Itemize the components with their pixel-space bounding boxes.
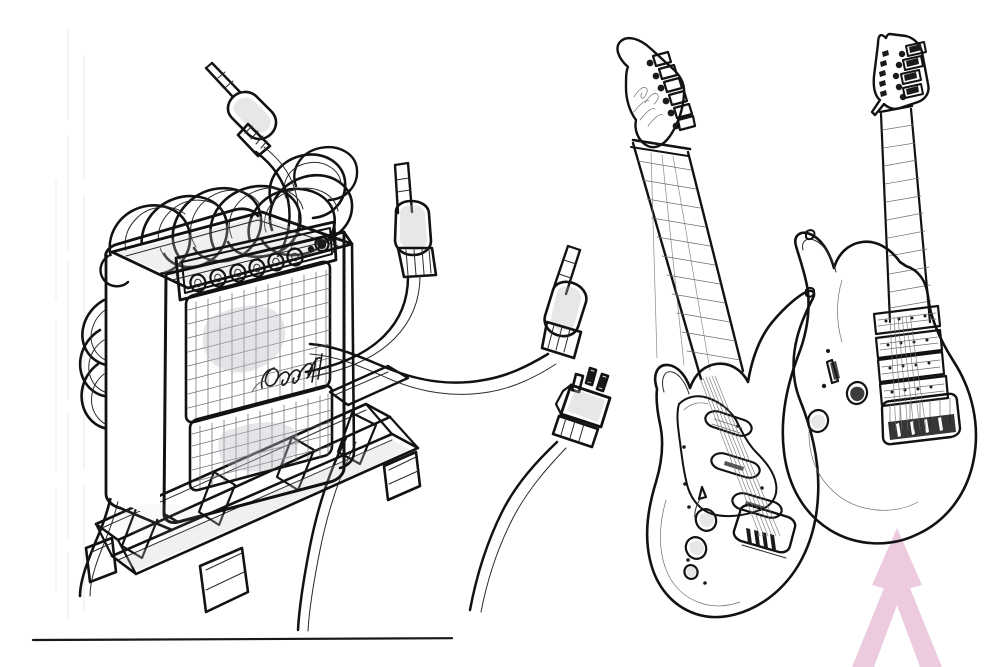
baseline-rule [31, 637, 454, 642]
guitar-left-headstock [616, 37, 697, 157]
guitar-right-body [781, 229, 978, 545]
guitar-left-neck [631, 141, 745, 381]
guitar-right-headstock [870, 32, 930, 117]
amp-brand-script-logo [251, 353, 323, 393]
amp-grille-upper-mesh [187, 269, 331, 421]
pencil-smudges [116, 322, 288, 536]
scan-edge-artifact [55, 30, 85, 620]
guitar-left-body [645, 286, 820, 619]
amp-panel-jacks [307, 235, 336, 253]
jack-plug-top-connector [204, 61, 300, 258]
chevron-logo-watermark [852, 528, 942, 667]
jack-plug-right-connector [308, 244, 588, 395]
amp-knob-row [189, 247, 304, 293]
guitar-amplifier [99, 207, 356, 532]
guitar-right [781, 32, 978, 545]
amp-grille-lower-mesh [191, 393, 333, 489]
mains-plug-connector [468, 366, 612, 613]
jack-plug-middle-connector [304, 161, 438, 378]
guitar-left [616, 37, 820, 619]
